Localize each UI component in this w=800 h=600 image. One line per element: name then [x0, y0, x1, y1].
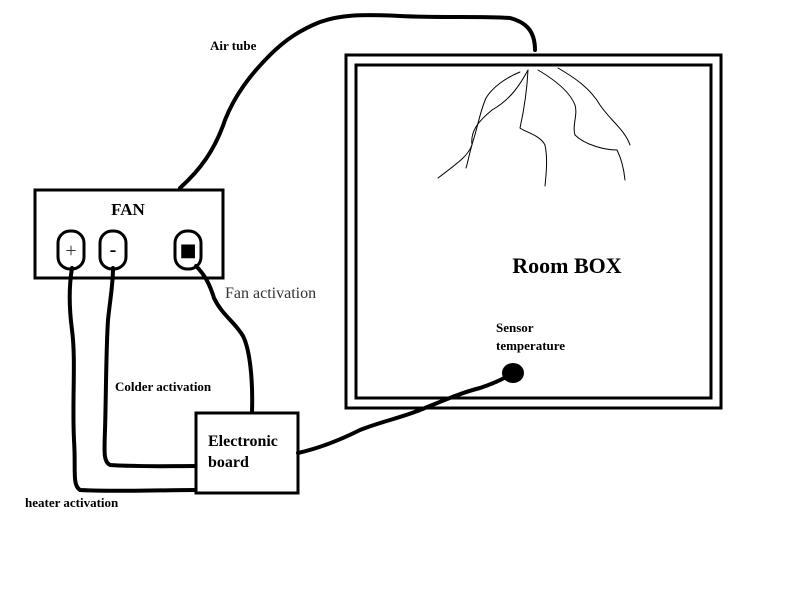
fan-activation-terminal — [173, 229, 203, 271]
air-tube-wire — [178, 13, 537, 190]
board-label-line2: board — [208, 454, 249, 471]
heater-wire — [67, 266, 198, 493]
sensor-wire — [296, 371, 515, 455]
room-box-inner — [354, 63, 713, 400]
sensor-label-line1: Sensor — [496, 320, 534, 335]
fan-activation-symbol: ■ — [179, 240, 196, 261]
room-box-title: Room BOX — [512, 253, 622, 278]
fan-minus-symbol: - — [110, 239, 117, 261]
heater-activation-label: heater activation — [25, 495, 119, 510]
electronic-board — [194, 411, 300, 495]
fan-activation-label: Fan activation — [225, 285, 316, 302]
colder-activation-label: Colder activation — [115, 379, 212, 394]
fan-title: FAN — [111, 200, 145, 219]
fan-activation-wire — [194, 264, 255, 414]
board-label-line1: Electronic — [208, 433, 278, 450]
fan-plus-symbol: + — [65, 240, 76, 262]
airflow-lines — [437, 67, 631, 187]
sensor-label-line2: temperature — [496, 338, 565, 353]
colder-wire — [102, 266, 198, 469]
air-tube-label: Air tube — [210, 38, 257, 53]
